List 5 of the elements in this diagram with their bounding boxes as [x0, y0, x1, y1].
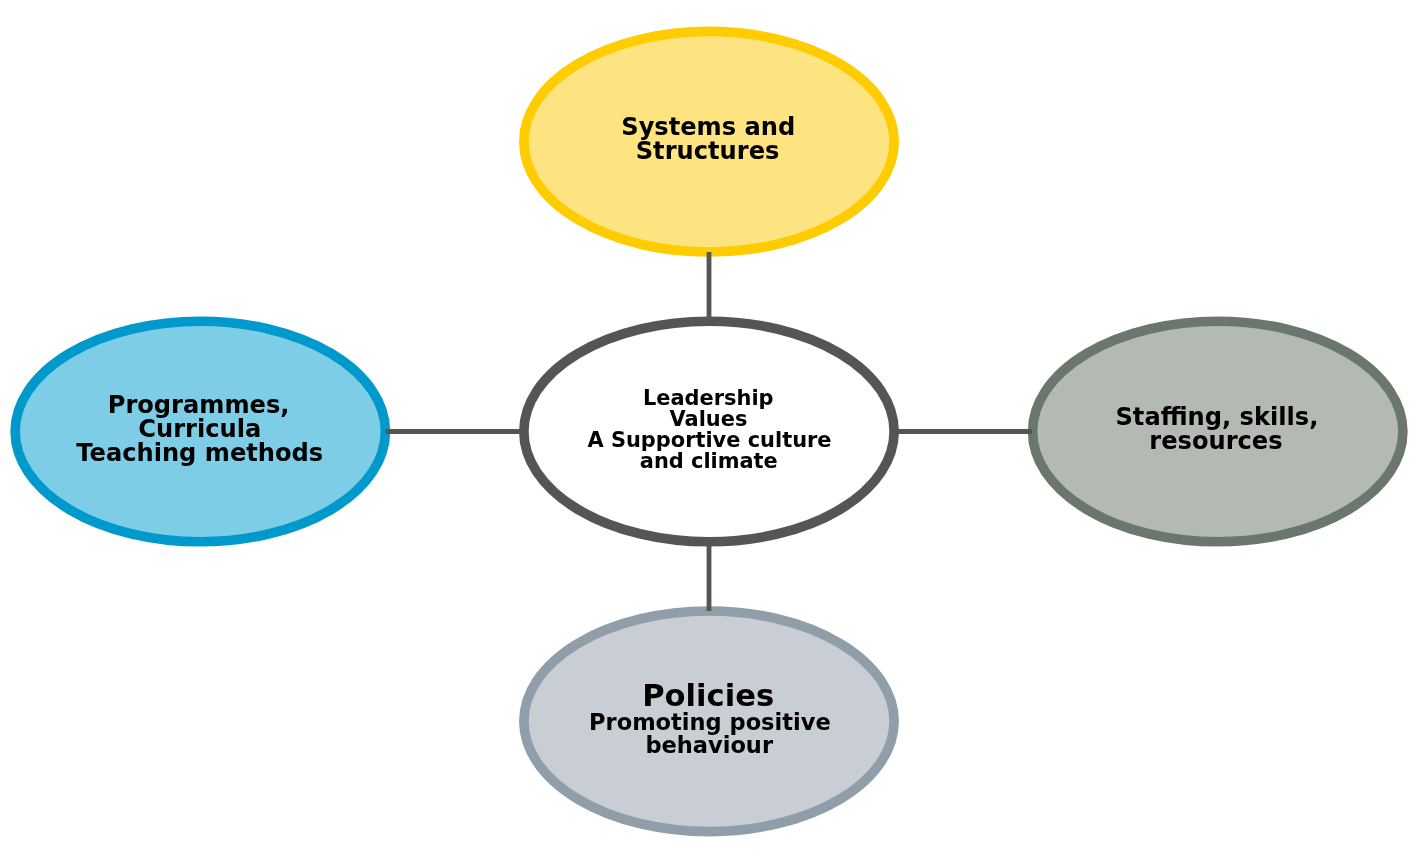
- node-ellipse: Staffing, skills, resources: [1027, 316, 1408, 547]
- node-ellipse: Leadership Values A Supportive culture and climate: [519, 316, 899, 547]
- node-ellipse: Systems and Structures: [519, 26, 899, 257]
- node-ellipse: Programmes, Curricula Teaching methods: [10, 316, 391, 547]
- node-ellipse: Policies Promoting positive behaviour: [519, 606, 899, 837]
